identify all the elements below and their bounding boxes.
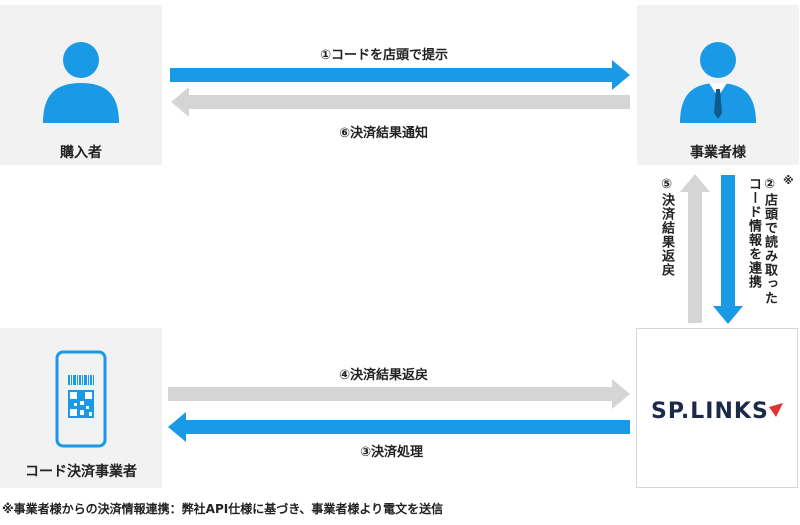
logo-swoosh-icon bbox=[769, 403, 783, 417]
merchant-box: 事業者様 bbox=[637, 5, 799, 165]
code-payment-box: コード決済事業者 bbox=[0, 328, 162, 488]
smartphone-qr-icon bbox=[55, 350, 107, 448]
buyer-label: 購入者 bbox=[60, 145, 102, 161]
step3-label: ③決済処理 bbox=[360, 445, 424, 460]
arrow-step1 bbox=[170, 60, 630, 90]
footnote: ※事業者様からの決済情報連携：弊社API仕様に基づき、事業者様より電文を送信 bbox=[2, 502, 444, 516]
arrow-step4 bbox=[168, 379, 630, 409]
splinks-box: SP.LINKS bbox=[636, 328, 798, 488]
step2-label: ②店頭で読み取ったコード情報を連携 bbox=[746, 177, 777, 305]
buyer-box: 購入者 bbox=[0, 5, 162, 165]
step4-label: ④決済結果返戻 bbox=[339, 368, 429, 383]
code-payment-label: コード決済事業者 bbox=[25, 464, 137, 480]
step1-label: ①コードを店頭で提示 bbox=[320, 48, 449, 63]
step5-label: ⑤決済結果返戻 bbox=[659, 177, 674, 277]
splinks-logo: SP.LINKS bbox=[651, 399, 769, 424]
person-icon bbox=[43, 42, 119, 123]
arrow-step3 bbox=[168, 412, 630, 442]
businessman-icon bbox=[680, 42, 756, 123]
step6-label: ⑥決済結果通知 bbox=[339, 126, 429, 141]
arrow-step2 bbox=[713, 175, 743, 324]
arrow-step5 bbox=[680, 174, 710, 323]
merchant-label: 事業者様 bbox=[690, 145, 746, 161]
step2-note-mark: ※ bbox=[783, 174, 794, 187]
arrow-step6 bbox=[171, 87, 630, 117]
